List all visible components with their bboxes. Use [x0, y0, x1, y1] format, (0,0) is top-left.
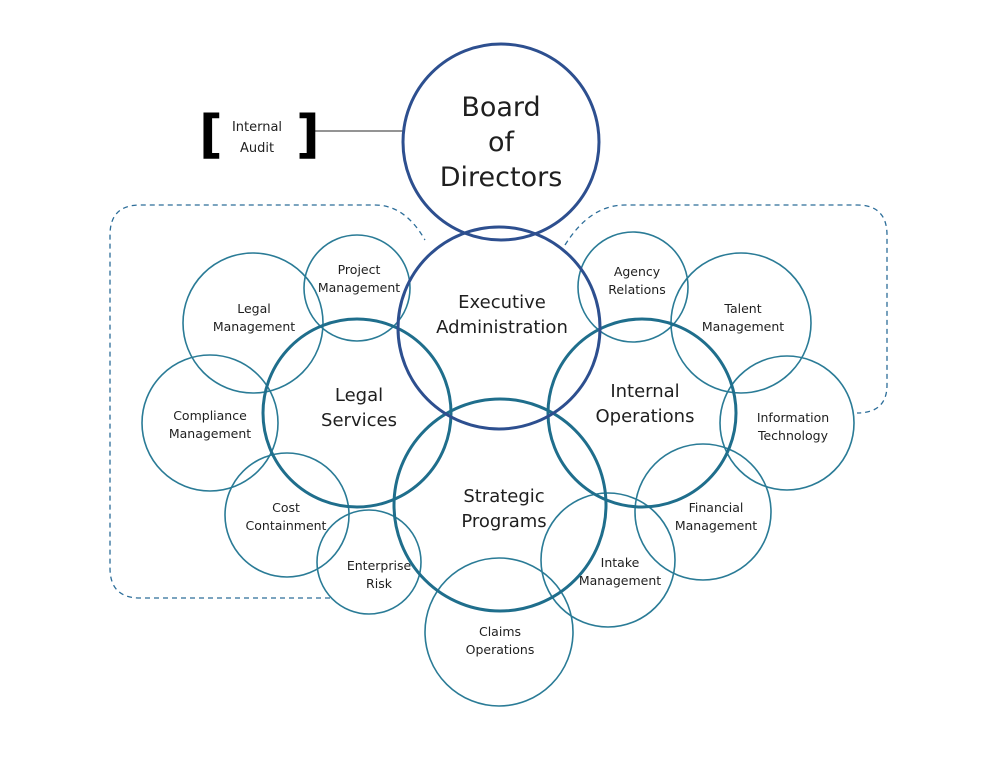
- executive-line2: Administration: [436, 317, 568, 338]
- legal-services-line1: Legal: [335, 385, 383, 406]
- agency-relations-line1: Agency: [614, 264, 661, 279]
- talent-management-line1: Talent: [723, 301, 761, 316]
- legal-management-circle: [182, 252, 324, 394]
- information-technology-circle: [719, 355, 855, 491]
- financial-management-line1: Financial: [689, 500, 744, 515]
- right-group-dashed-boundary: [564, 204, 888, 414]
- board-of-directors-circle: [401, 42, 601, 242]
- strategic-programs-circle: [392, 397, 608, 613]
- project-management-line1: Project: [338, 262, 381, 277]
- strategic-programs-line1: Strategic: [463, 486, 544, 507]
- audit-right-bracket: ]: [296, 105, 320, 165]
- cost-containment-circle: [224, 452, 350, 578]
- audit-left-bracket: [: [199, 105, 223, 165]
- compliance-management-circle: [141, 354, 279, 492]
- internal-operations-circle: [546, 317, 738, 509]
- project-management-line2: Management: [318, 280, 400, 295]
- legal-management-line2: Management: [213, 319, 295, 334]
- information-technology-line2: Technology: [757, 428, 829, 443]
- talent-management-line2: Management: [702, 319, 784, 334]
- cost-containment-line2: Containment: [246, 518, 327, 533]
- compliance-management-line1: Compliance: [173, 408, 247, 423]
- enterprise-risk-circle: [316, 509, 422, 615]
- board-title-line3: Directors: [440, 162, 563, 193]
- legal-services-line2: Services: [321, 410, 397, 431]
- left-group-dashed-boundary: [109, 204, 426, 599]
- strategic-programs-line2: Programs: [461, 511, 546, 532]
- legal-services-circle: [261, 317, 453, 509]
- internal-audit-line2: Audit: [240, 141, 274, 156]
- internal-operations-line2: Operations: [596, 406, 695, 427]
- agency-relations-circle: [577, 231, 689, 343]
- enterprise-risk-line1: Enterprise: [347, 558, 412, 573]
- board-title-line1: Board: [461, 92, 540, 123]
- intake-management-line1: Intake: [601, 555, 640, 570]
- board-title-line2: of: [488, 127, 516, 158]
- cost-containment-line1: Cost: [272, 500, 300, 515]
- intake-management-circle: [540, 492, 676, 628]
- legal-management-line1: Legal: [237, 301, 271, 316]
- executive-administration-circle: [396, 225, 602, 431]
- information-technology-line1: Information: [757, 410, 829, 425]
- executive-line1: Executive: [458, 292, 546, 313]
- financial-management-circle: [634, 443, 772, 581]
- project-management-circle: [303, 234, 411, 342]
- agency-relations-line2: Relations: [608, 282, 665, 297]
- enterprise-risk-line2: Risk: [366, 576, 393, 591]
- internal-operations-line1: Internal: [610, 381, 679, 402]
- intake-management-line2: Management: [579, 573, 661, 588]
- claims-operations-line1: Claims: [479, 624, 521, 639]
- compliance-management-line2: Management: [169, 426, 251, 441]
- internal-audit-line1: Internal: [232, 120, 282, 135]
- claims-operations-circle: [424, 557, 574, 707]
- claims-operations-line2: Operations: [466, 642, 535, 657]
- financial-management-line2: Management: [675, 518, 757, 533]
